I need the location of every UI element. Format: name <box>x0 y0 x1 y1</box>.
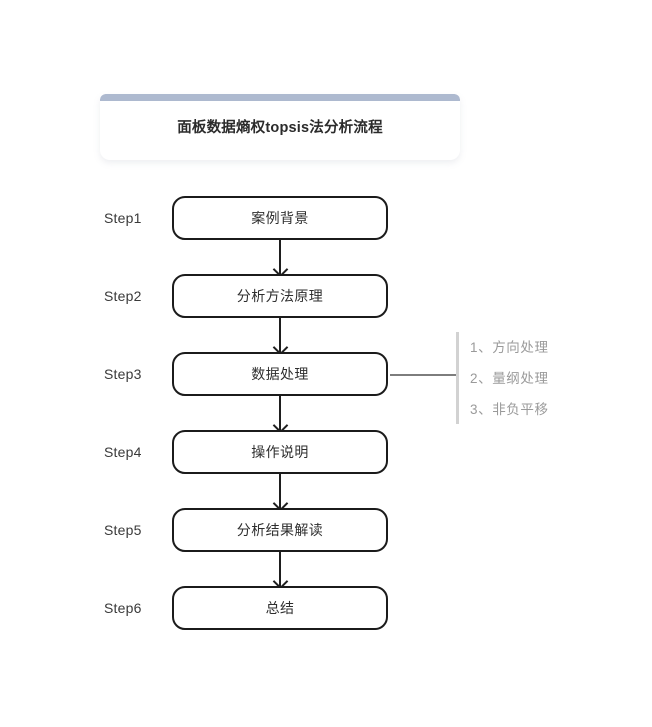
step-label-6: Step6 <box>104 600 142 616</box>
step-label-2: Step2 <box>104 288 142 304</box>
step-box-label-1: 案例背景 <box>251 210 309 226</box>
title-card: 面板数据熵权topsis法分析流程 <box>100 94 460 160</box>
step-box-label-4: 操作说明 <box>251 444 309 460</box>
flow-step-row: Step3 数据处理 <box>0 342 652 430</box>
step-label-3: Step3 <box>104 366 142 382</box>
step-box-label-6: 总结 <box>265 600 295 616</box>
flow-step-row: Step4 操作说明 <box>0 420 652 508</box>
step-label-1: Step1 <box>104 210 142 226</box>
flow-step-row: Step6 总结 <box>0 576 652 654</box>
title-card-accent-bar <box>100 94 460 101</box>
branch-note-item: 2、量纲处理 <box>470 371 549 386</box>
arrow-down-icon-3 <box>279 396 281 430</box>
step-box-3[interactable]: 数据处理 <box>172 352 388 396</box>
branch-note-item: 1、方向处理 <box>470 340 549 355</box>
page-title: 面板数据熵权topsis法分析流程 <box>177 120 383 136</box>
arrow-down-icon-2 <box>279 318 281 352</box>
flow-step-row: Step5 分析结果解读 <box>0 498 652 586</box>
step-box-5[interactable]: 分析结果解读 <box>172 508 388 552</box>
arrow-down-icon-5 <box>279 552 281 586</box>
step-label-4: Step4 <box>104 444 142 460</box>
arrow-down-icon-4 <box>279 474 281 508</box>
step-box-4[interactable]: 操作说明 <box>172 430 388 474</box>
step-box-label-2: 分析方法原理 <box>236 288 324 304</box>
flowchart: Step1 案例背景 Step2 分析方法原理 Step3 数据处理 Step4… <box>0 186 652 654</box>
step-box-label-5: 分析结果解读 <box>236 522 324 538</box>
branch-connector-line <box>390 374 456 376</box>
step-box-1[interactable]: 案例背景 <box>172 196 388 240</box>
arrow-down-icon-1 <box>279 240 281 274</box>
step-box-label-3: 数据处理 <box>251 366 309 382</box>
branch-note-item: 3、非负平移 <box>470 402 549 417</box>
branch-note-list: 1、方向处理 2、量纲处理 3、非负平移 <box>470 332 630 425</box>
flow-step-row: Step1 案例背景 <box>0 186 652 274</box>
step-label-5: Step5 <box>104 522 142 538</box>
flow-step-row: Step2 分析方法原理 <box>0 264 652 352</box>
step-box-2[interactable]: 分析方法原理 <box>172 274 388 318</box>
branch-divider <box>456 332 459 424</box>
step-box-6[interactable]: 总结 <box>172 586 388 630</box>
